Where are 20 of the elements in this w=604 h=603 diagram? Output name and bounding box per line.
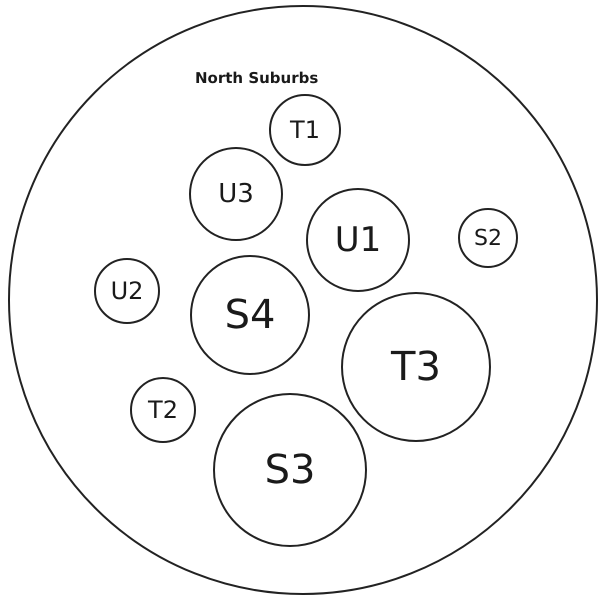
circle-label: U2 [110, 277, 144, 305]
circle-label: S2 [474, 226, 502, 250]
circle [269, 94, 341, 166]
circle [458, 208, 518, 268]
circle [94, 258, 160, 324]
circle-label: T3 [391, 344, 441, 390]
circle [189, 147, 283, 241]
circle-label: T2 [148, 396, 178, 424]
circle-label: T1 [290, 116, 320, 144]
heading: North Suburbs [195, 69, 318, 87]
circle-label: U3 [218, 179, 254, 209]
circle-label: U1 [334, 220, 382, 260]
circle [8, 5, 598, 595]
circle [190, 255, 310, 375]
circle [341, 292, 491, 442]
circle-label: S4 [224, 292, 276, 338]
circle [213, 393, 367, 547]
circle [130, 377, 196, 443]
circle [306, 188, 410, 292]
circle-label: S3 [264, 447, 316, 493]
